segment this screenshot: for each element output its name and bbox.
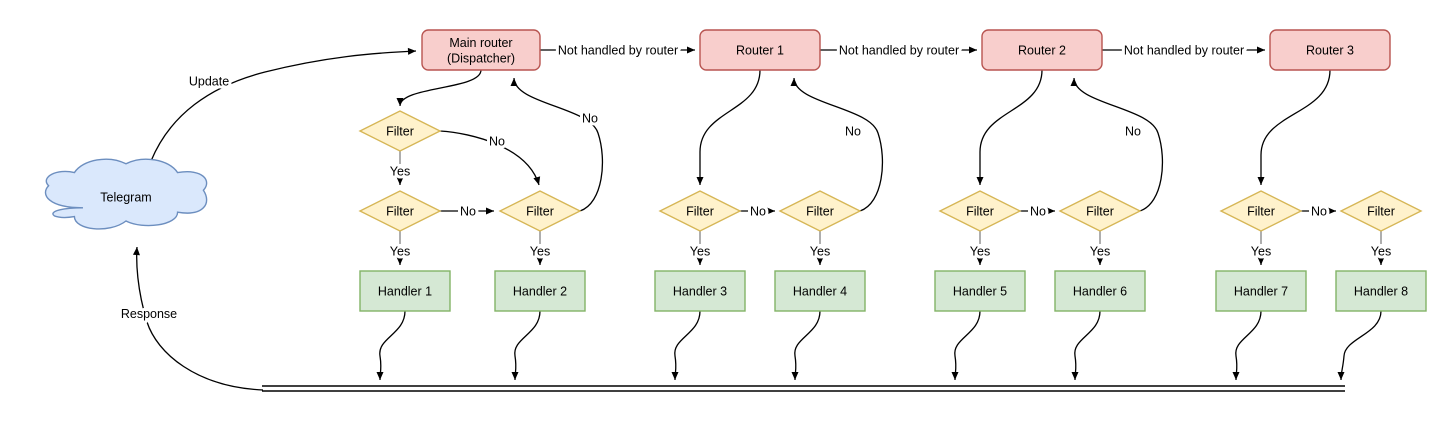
yes-label: Yes (390, 165, 410, 179)
yes-label: Yes (1371, 245, 1391, 259)
handler-5-node (934, 270, 1026, 312)
filter-node-router1-right (778, 190, 862, 232)
no-label: No (582, 112, 598, 126)
filter-node-router3-left (1219, 190, 1303, 232)
handler-3-label: Handler 3 (673, 285, 727, 299)
filter-node-router2-left (938, 190, 1022, 232)
handler-1-node (359, 270, 451, 312)
filter-label: Filter (526, 205, 554, 219)
edge-filter-a-no (439, 130, 541, 186)
router-3-node (1269, 29, 1391, 71)
edge-router2-return-no (1070, 77, 1164, 212)
no-label: No (460, 205, 476, 219)
response-bus (262, 385, 1345, 392)
yes-label: Yes (690, 245, 710, 259)
no-label: No (750, 205, 766, 219)
filter-label: Filter (966, 205, 994, 219)
yes-label: Yes (530, 245, 550, 259)
main-router-node (421, 29, 541, 71)
response-label: Response (121, 307, 177, 321)
filter-label: Filter (386, 125, 414, 139)
edge-router1-to-filter (696, 69, 761, 185)
router-1-label: Router 1 (736, 44, 784, 58)
edge-update (150, 47, 417, 162)
edge-response (132, 246, 264, 391)
handler-2-node (494, 270, 586, 312)
update-label: Update (189, 75, 229, 89)
edge-filter-c-return-no (510, 77, 604, 212)
edges-yes-group (396, 231, 1385, 265)
handler-4-label: Handler 4 (793, 285, 847, 299)
edges-handler-to-bus-group (376, 310, 1382, 381)
handler-8-label: Handler 8 (1354, 285, 1408, 299)
router-2-label: Router 2 (1018, 44, 1066, 58)
filter-node-router2-right (1058, 190, 1142, 232)
filter-label: Filter (806, 205, 834, 219)
filter-label: Filter (686, 205, 714, 219)
yes-label: Yes (970, 245, 990, 259)
edge-router2-to-filter (976, 69, 1043, 185)
handler-1-label: Handler 1 (378, 285, 432, 299)
handler-3-node (654, 270, 746, 312)
not-handled-label-2: Not handled by router (839, 44, 959, 58)
telegram-label: Telegram (100, 191, 151, 205)
router-1-node (699, 29, 821, 71)
router-2-node (981, 29, 1103, 71)
handler-7-node (1215, 270, 1307, 312)
filter-node-dispatcher-left (358, 190, 442, 232)
filter-node-router1-left (658, 190, 742, 232)
filter-label: Filter (1086, 205, 1114, 219)
no-label: No (845, 125, 861, 139)
no-label: No (1125, 125, 1141, 139)
yes-label: Yes (1090, 245, 1110, 259)
filter-node-router3-right (1339, 190, 1423, 232)
main-router-label-line2: (Dispatcher) (447, 52, 515, 66)
handler-6-label: Handler 6 (1073, 285, 1127, 299)
filter-node-dispatcher-top (358, 110, 442, 152)
handler-5-label: Handler 5 (953, 285, 1007, 299)
filter-label: Filter (1367, 205, 1395, 219)
router-3-label: Router 3 (1306, 44, 1354, 58)
edge-router1-return-no (790, 77, 884, 212)
handler-6-node (1054, 270, 1146, 312)
handler-7-label: Handler 7 (1234, 285, 1288, 299)
no-label: No (489, 135, 505, 149)
handler-4-node (774, 270, 866, 312)
edge-dispatcher-to-filter (396, 69, 482, 107)
handler-2-label: Handler 2 (513, 285, 567, 299)
edge-router3-to-filter (1257, 69, 1331, 185)
handler-8-node (1335, 270, 1427, 312)
telegram-cloud (44, 158, 208, 230)
not-handled-label-3: Not handled by router (1124, 44, 1244, 58)
yes-label: Yes (810, 245, 830, 259)
filter-label: Filter (1247, 205, 1275, 219)
filter-label: Filter (386, 205, 414, 219)
not-handled-label-1: Not handled by router (558, 44, 678, 58)
yes-label: Yes (1251, 245, 1271, 259)
main-router-label-line1: Main router (449, 36, 512, 50)
no-label: No (1311, 205, 1327, 219)
no-label: No (1030, 205, 1046, 219)
yes-label: Yes (390, 245, 410, 259)
filter-node-dispatcher-right (498, 190, 582, 232)
